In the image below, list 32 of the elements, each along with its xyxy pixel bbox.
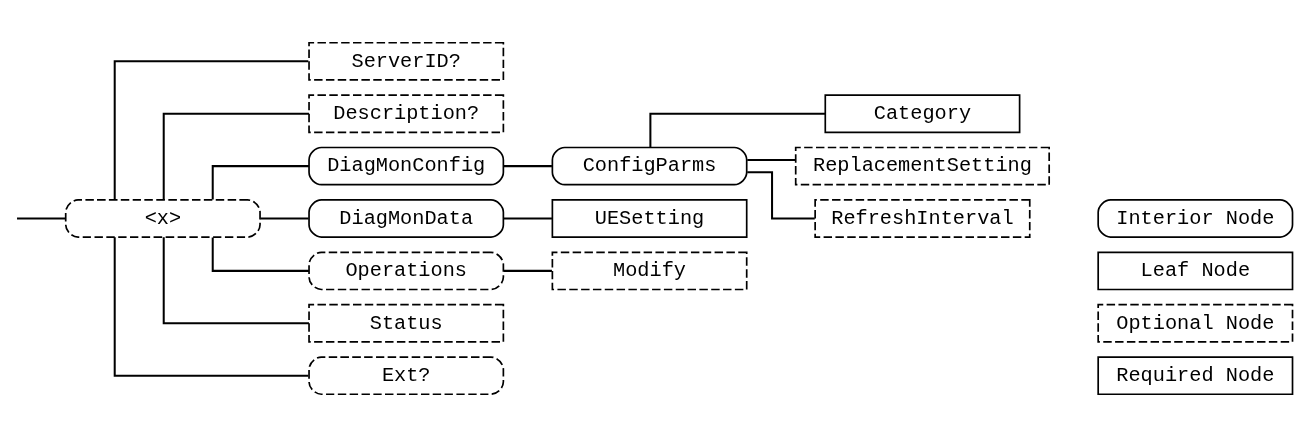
connector <box>747 171 815 220</box>
node-box: DiagMonConfig <box>308 146 505 186</box>
connector <box>17 217 66 220</box>
connector <box>747 158 796 161</box>
connector <box>211 165 309 200</box>
node-box: Optional Node <box>1097 303 1294 343</box>
connector <box>162 112 309 200</box>
connector <box>113 60 309 200</box>
node-box: Modify <box>551 251 748 291</box>
node-box: DiagMonData <box>308 199 505 238</box>
node-box: Description? <box>308 94 505 134</box>
node-box: ReplacementSetting <box>794 146 1051 186</box>
connector <box>162 237 309 325</box>
node-box: RefreshInterval <box>814 199 1031 238</box>
node-box: Status <box>308 303 505 343</box>
connector <box>503 217 552 220</box>
node-box: Leaf Node <box>1097 251 1294 291</box>
connector <box>260 217 309 220</box>
node-box: ConfigParms <box>551 146 748 186</box>
node-box: Ext? <box>308 356 505 396</box>
connector <box>503 165 552 168</box>
node-box: Category <box>824 94 1021 134</box>
node-box: <x> <box>64 199 261 238</box>
connector <box>503 269 552 272</box>
connector <box>211 237 309 272</box>
node-box: Required Node <box>1097 356 1294 396</box>
connector <box>113 237 309 377</box>
node-box: Interior Node <box>1097 199 1294 238</box>
node-box: UESetting <box>551 199 748 238</box>
connector <box>649 112 825 148</box>
node-box: Operations <box>308 251 505 291</box>
node-box: ServerID? <box>308 41 505 81</box>
